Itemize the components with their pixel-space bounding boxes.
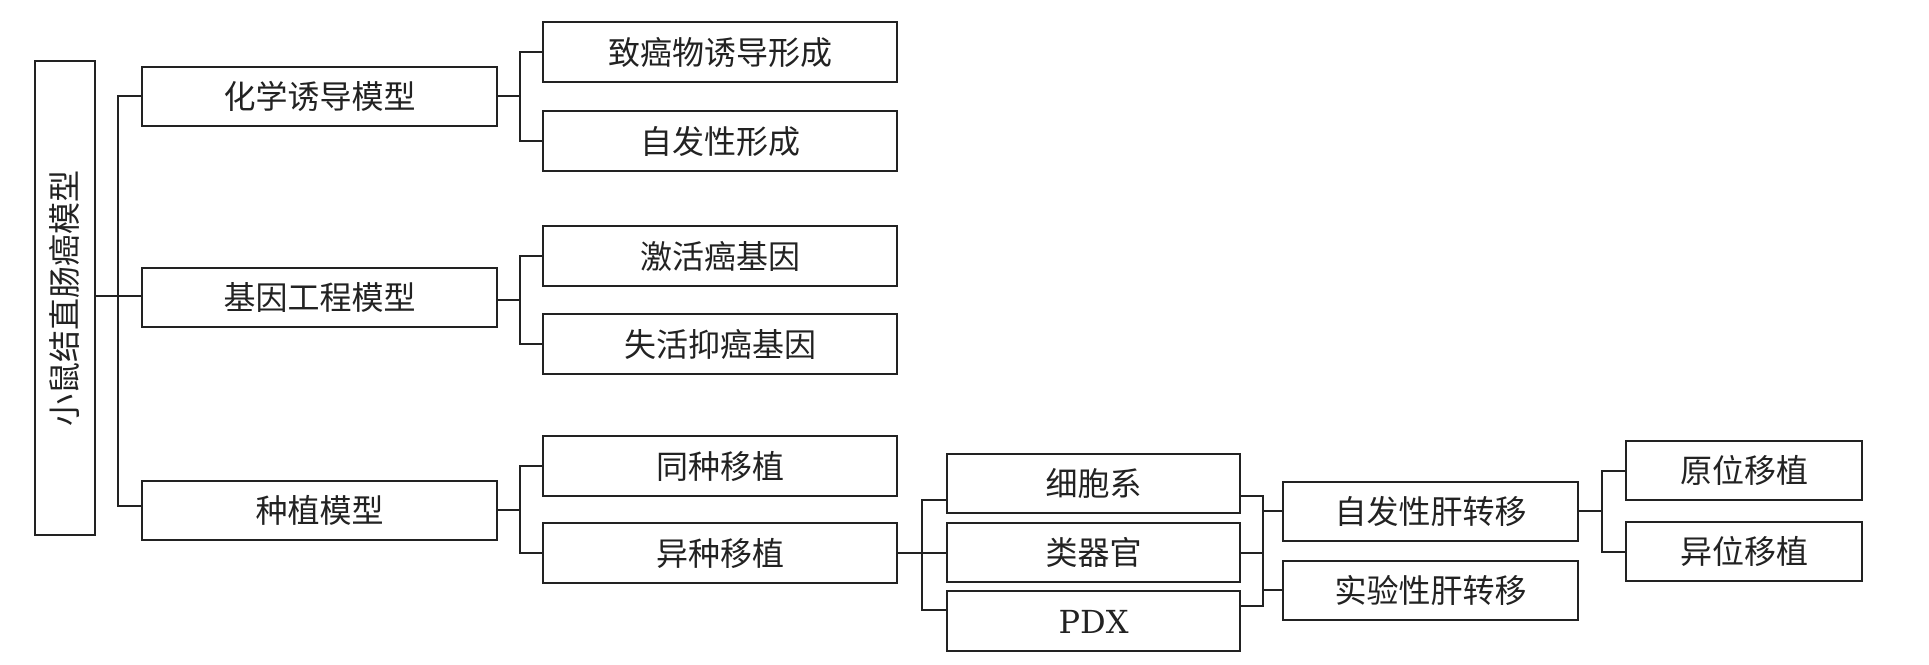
node-spontaneous-formation: 自发性形成: [542, 110, 898, 172]
node-label: 自发性肝转移: [1334, 493, 1526, 531]
node-label: 自发性形成: [640, 123, 800, 161]
node-chemical-induction: 化学诱导模型: [141, 66, 498, 127]
node-spontaneous-liver-metastasis: 自发性肝转移: [1282, 481, 1579, 542]
node-pdx: PDX: [946, 590, 1241, 652]
node-label: 原位移植: [1680, 452, 1808, 490]
node-label: 同种移植: [656, 448, 784, 486]
node-label: 激活癌基因: [640, 238, 800, 276]
node-organoid: 类器官: [946, 522, 1241, 583]
node-label: 实验性肝转移: [1334, 572, 1526, 610]
node-label: 致癌物诱导形成: [608, 34, 832, 72]
node-label: 失活抑癌基因: [624, 326, 816, 364]
connector-spontaneous: [1577, 470, 1627, 553]
node-allograft: 同种移植: [542, 435, 898, 497]
connector-root: [94, 95, 143, 507]
node-label: 化学诱导模型: [223, 78, 415, 116]
connector-sources: [1239, 495, 1284, 607]
connector-transplant: [496, 465, 544, 554]
node-label: 类器官: [1045, 534, 1141, 572]
connector-chemical: [496, 51, 544, 142]
connectors: [94, 51, 1627, 611]
root-node: 小鼠结直肠癌模型: [34, 60, 96, 536]
root-label: 小鼠结直肠癌模型: [46, 170, 84, 426]
node-activate-oncogene: 激活癌基因: [542, 225, 898, 287]
node-cell-line: 细胞系: [946, 453, 1241, 514]
node-label: PDX: [1059, 603, 1129, 641]
node-label: 异位移植: [1680, 533, 1808, 571]
connector-xenograft: [896, 499, 948, 611]
node-label: 异种移植: [656, 535, 784, 573]
node-transplantation: 种植模型: [141, 480, 498, 541]
node-orthotopic: 原位移植: [1625, 440, 1863, 501]
node-carcinogen-induced: 致癌物诱导形成: [542, 21, 898, 83]
node-xenograft: 异种移植: [542, 522, 898, 584]
node-inactivate-tumor-suppressor: 失活抑癌基因: [542, 313, 898, 375]
node-genetic-engineering: 基因工程模型: [141, 267, 498, 328]
node-experimental-liver-metastasis: 实验性肝转移: [1282, 560, 1579, 621]
node-label: 基因工程模型: [223, 279, 415, 317]
connector-genetic: [496, 255, 544, 345]
node-heterotopic: 异位移植: [1625, 521, 1863, 582]
node-label: 种植模型: [255, 492, 383, 530]
node-label: 细胞系: [1045, 465, 1141, 503]
